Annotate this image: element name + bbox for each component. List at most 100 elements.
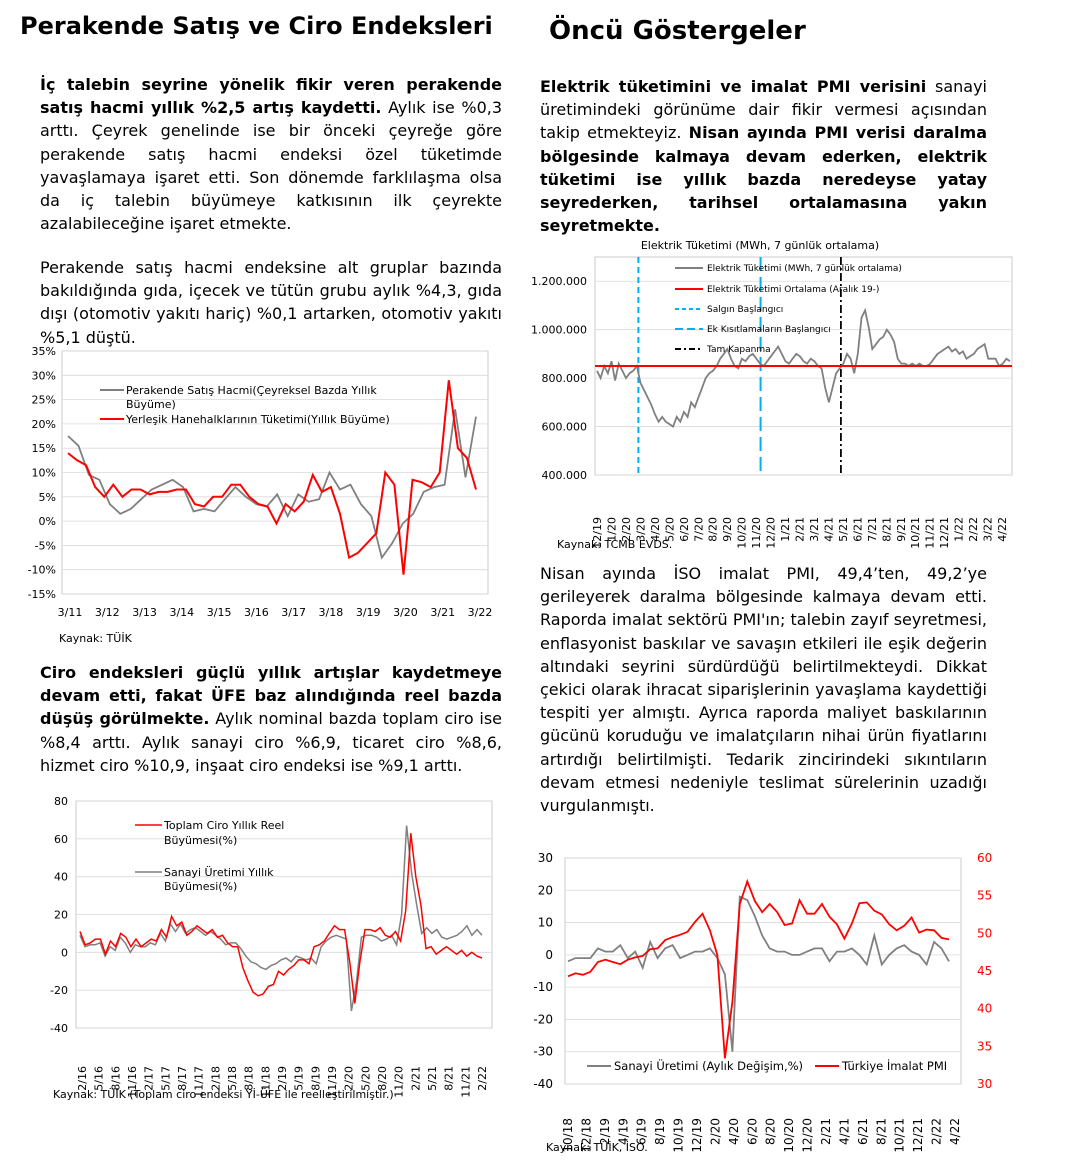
x-tick-label: 2/22 [930, 1118, 944, 1145]
x-tick-label: 11/21 [459, 1066, 472, 1098]
x-tick-label: 6/20 [745, 1118, 759, 1145]
y-tick-label: -5% [35, 539, 56, 552]
x-tick-label: 2/20 [620, 517, 633, 542]
chart-electricity: Elektrik Tüketimi (MWh, 7 günlük ortalam… [531, 239, 1013, 549]
x-tick-label: 3/19 [356, 606, 381, 619]
y-tick-label-right: 45 [977, 964, 992, 978]
y-tick-label: 80 [54, 795, 68, 808]
source-chart-retail: Kaynak: TÜİK [59, 632, 132, 645]
legend-label: Tam Kapanma [706, 345, 771, 355]
x-tick-label: 12/19 [591, 517, 604, 549]
section-title-retail: Perakende Satış ve Ciro Endeksleri [20, 12, 493, 40]
y-tick-label: 800.000 [542, 372, 588, 385]
y-tick-label: -10% [28, 564, 56, 577]
y-tick-label-right: 40 [977, 1002, 992, 1016]
legend-label-industrial-monthly: Sanayi Üretimi (Aylık Değişim,%) [614, 1057, 803, 1073]
paragraph-pmi: Nisan ayında İSO imalat PMI, 49,4’ten, 4… [540, 564, 987, 816]
y-tick-label-right: 35 [977, 1039, 992, 1053]
paragraph-turnover-lead: Ciro endeksleri güçlü yıllık artışlar ka… [40, 663, 502, 729]
x-tick-label: 5/21 [837, 517, 850, 542]
y-tick-label: 25% [32, 394, 56, 407]
y-tick-label-right: 50 [977, 926, 992, 940]
x-tick-label: 10/21 [893, 1118, 907, 1153]
y-tick-label: 35% [32, 345, 56, 358]
x-tick-label: 8/19 [309, 1066, 322, 1091]
x-tick-label: 4/19 [616, 1118, 630, 1145]
source-chart-electricity: Kaynak: TCMB EVDS. [557, 538, 673, 551]
paragraph-electricity-pmi-body: sanayi üretimindeki görünüme dair fikir … [540, 77, 987, 143]
y-tick-label-right: 30 [977, 1077, 992, 1091]
x-tick-label: 12/20 [801, 1118, 815, 1153]
x-tick-label: 2/21 [409, 1066, 422, 1091]
x-tick-label: 3/20 [634, 517, 647, 542]
x-tick-label: 8/21 [443, 1066, 456, 1091]
x-tick-label: 12/19 [690, 1118, 704, 1153]
x-tick-label: 11/20 [750, 517, 763, 549]
x-tick-label: 4/22 [996, 517, 1009, 542]
source-chart-turnover: Kaynak: TÜİK (Toplam ciro endeksi Yİ-ÜFE… [53, 1088, 394, 1101]
x-tick-label: 7/20 [692, 517, 705, 542]
x-tick-label: 1/21 [779, 517, 792, 542]
x-tick-label: 8/18 [243, 1066, 256, 1091]
y-tick-label-left: -30 [533, 1045, 553, 1059]
x-tick-label: 4/20 [727, 1118, 741, 1145]
legend-label-retail-volume-cont: Büyüme) [126, 398, 176, 411]
x-tick-label: 2/19 [276, 1066, 289, 1091]
legend-label-industrial: Sanayi Üretimi Yıllık [164, 866, 274, 879]
y-tick-label: -40 [50, 1022, 68, 1035]
x-tick-label: 3/15 [207, 606, 232, 619]
y-tick-label: 0% [39, 515, 56, 528]
legend-label: Elektrik Tüketimi (MWh, 7 günlük ortalam… [707, 264, 902, 274]
x-tick-label: 11/19 [326, 1066, 339, 1098]
x-tick-label: 9/20 [721, 517, 734, 542]
x-tick-label: 12/18 [579, 1118, 593, 1153]
x-tick-label: 2/22 [476, 1066, 489, 1091]
legend-label-total-turnover: Toplam Ciro Yıllık Reel [163, 819, 284, 832]
x-tick-label: 3/12 [95, 606, 120, 619]
legend-label-industrial-cont: Büyümesi(%) [164, 880, 237, 893]
x-tick-label: 6/20 [678, 517, 691, 542]
x-tick-label: 5/17 [159, 1066, 172, 1091]
x-tick-label: 3/11 [58, 606, 83, 619]
legend-label-household: Yerleşik Hanehalklarının Tüketimi(Yıllık… [125, 413, 390, 426]
series-line-household-consumption [67, 380, 477, 575]
x-tick-label: 2/16 [76, 1066, 89, 1091]
legend-label: Salgın Başlangıcı [707, 305, 783, 315]
legend-label-retail-volume: Perakende Satış Hacmi(Çeyreksel Bazda Yı… [126, 384, 377, 397]
y-tick-label-left: -10 [533, 980, 553, 994]
x-tick-label: 2/18 [209, 1066, 222, 1091]
series-line-industrial-production [79, 825, 483, 1012]
x-tick-label: 10/20 [782, 1118, 796, 1153]
x-tick-label: 2/20 [343, 1066, 356, 1091]
y-tick-label-left: -20 [533, 1012, 553, 1026]
x-tick-label: 11/16 [126, 1066, 139, 1098]
series-line-pmi [567, 878, 950, 1059]
legend-label-pmi: Türkiye İmalat PMI [841, 1058, 947, 1073]
series-line-electricity [596, 307, 1011, 429]
y-tick-label: 40 [54, 871, 68, 884]
x-tick-label: 5/20 [663, 517, 676, 542]
x-tick-label: 8/20 [764, 1118, 778, 1145]
y-tick-label-left: 10 [538, 916, 553, 930]
plot-area [564, 857, 962, 1085]
y-tick-label: 1.200.000 [531, 275, 587, 288]
x-tick-label: 10/19 [672, 1118, 686, 1153]
y-tick-label: -20 [50, 984, 68, 997]
x-tick-label: 4/21 [822, 517, 835, 542]
legend-label: Ek Kısıtlamaların Başlangıcı [707, 325, 831, 335]
x-tick-label: 3/20 [393, 606, 418, 619]
paragraph-retail-sales-body: Aylık ise %0,3 arttı. Çeyrek genelinde i… [40, 98, 503, 234]
y-tick-label-right: 60 [977, 851, 992, 865]
y-tick-label-left: 20 [538, 883, 553, 897]
source-chart-pmi: Kaynak: TÜİK, İSO. [546, 1141, 648, 1154]
y-tick-label-left: 0 [545, 948, 553, 962]
x-tick-label: 9/21 [895, 517, 908, 542]
x-tick-label: 8/20 [376, 1066, 389, 1091]
series-line-total-turnover [79, 833, 483, 1004]
x-tick-label: 7/21 [866, 517, 879, 542]
section-title-leading-indicators: Öncü Göstergeler [549, 16, 806, 46]
x-tick-label: 8/21 [880, 517, 893, 542]
paragraph-electricity-pmi: Elektrik tüketimini ve imalat PMI verisi… [540, 75, 987, 237]
x-tick-label: 2/21 [794, 517, 807, 542]
y-tick-label: 600.000 [542, 421, 588, 434]
